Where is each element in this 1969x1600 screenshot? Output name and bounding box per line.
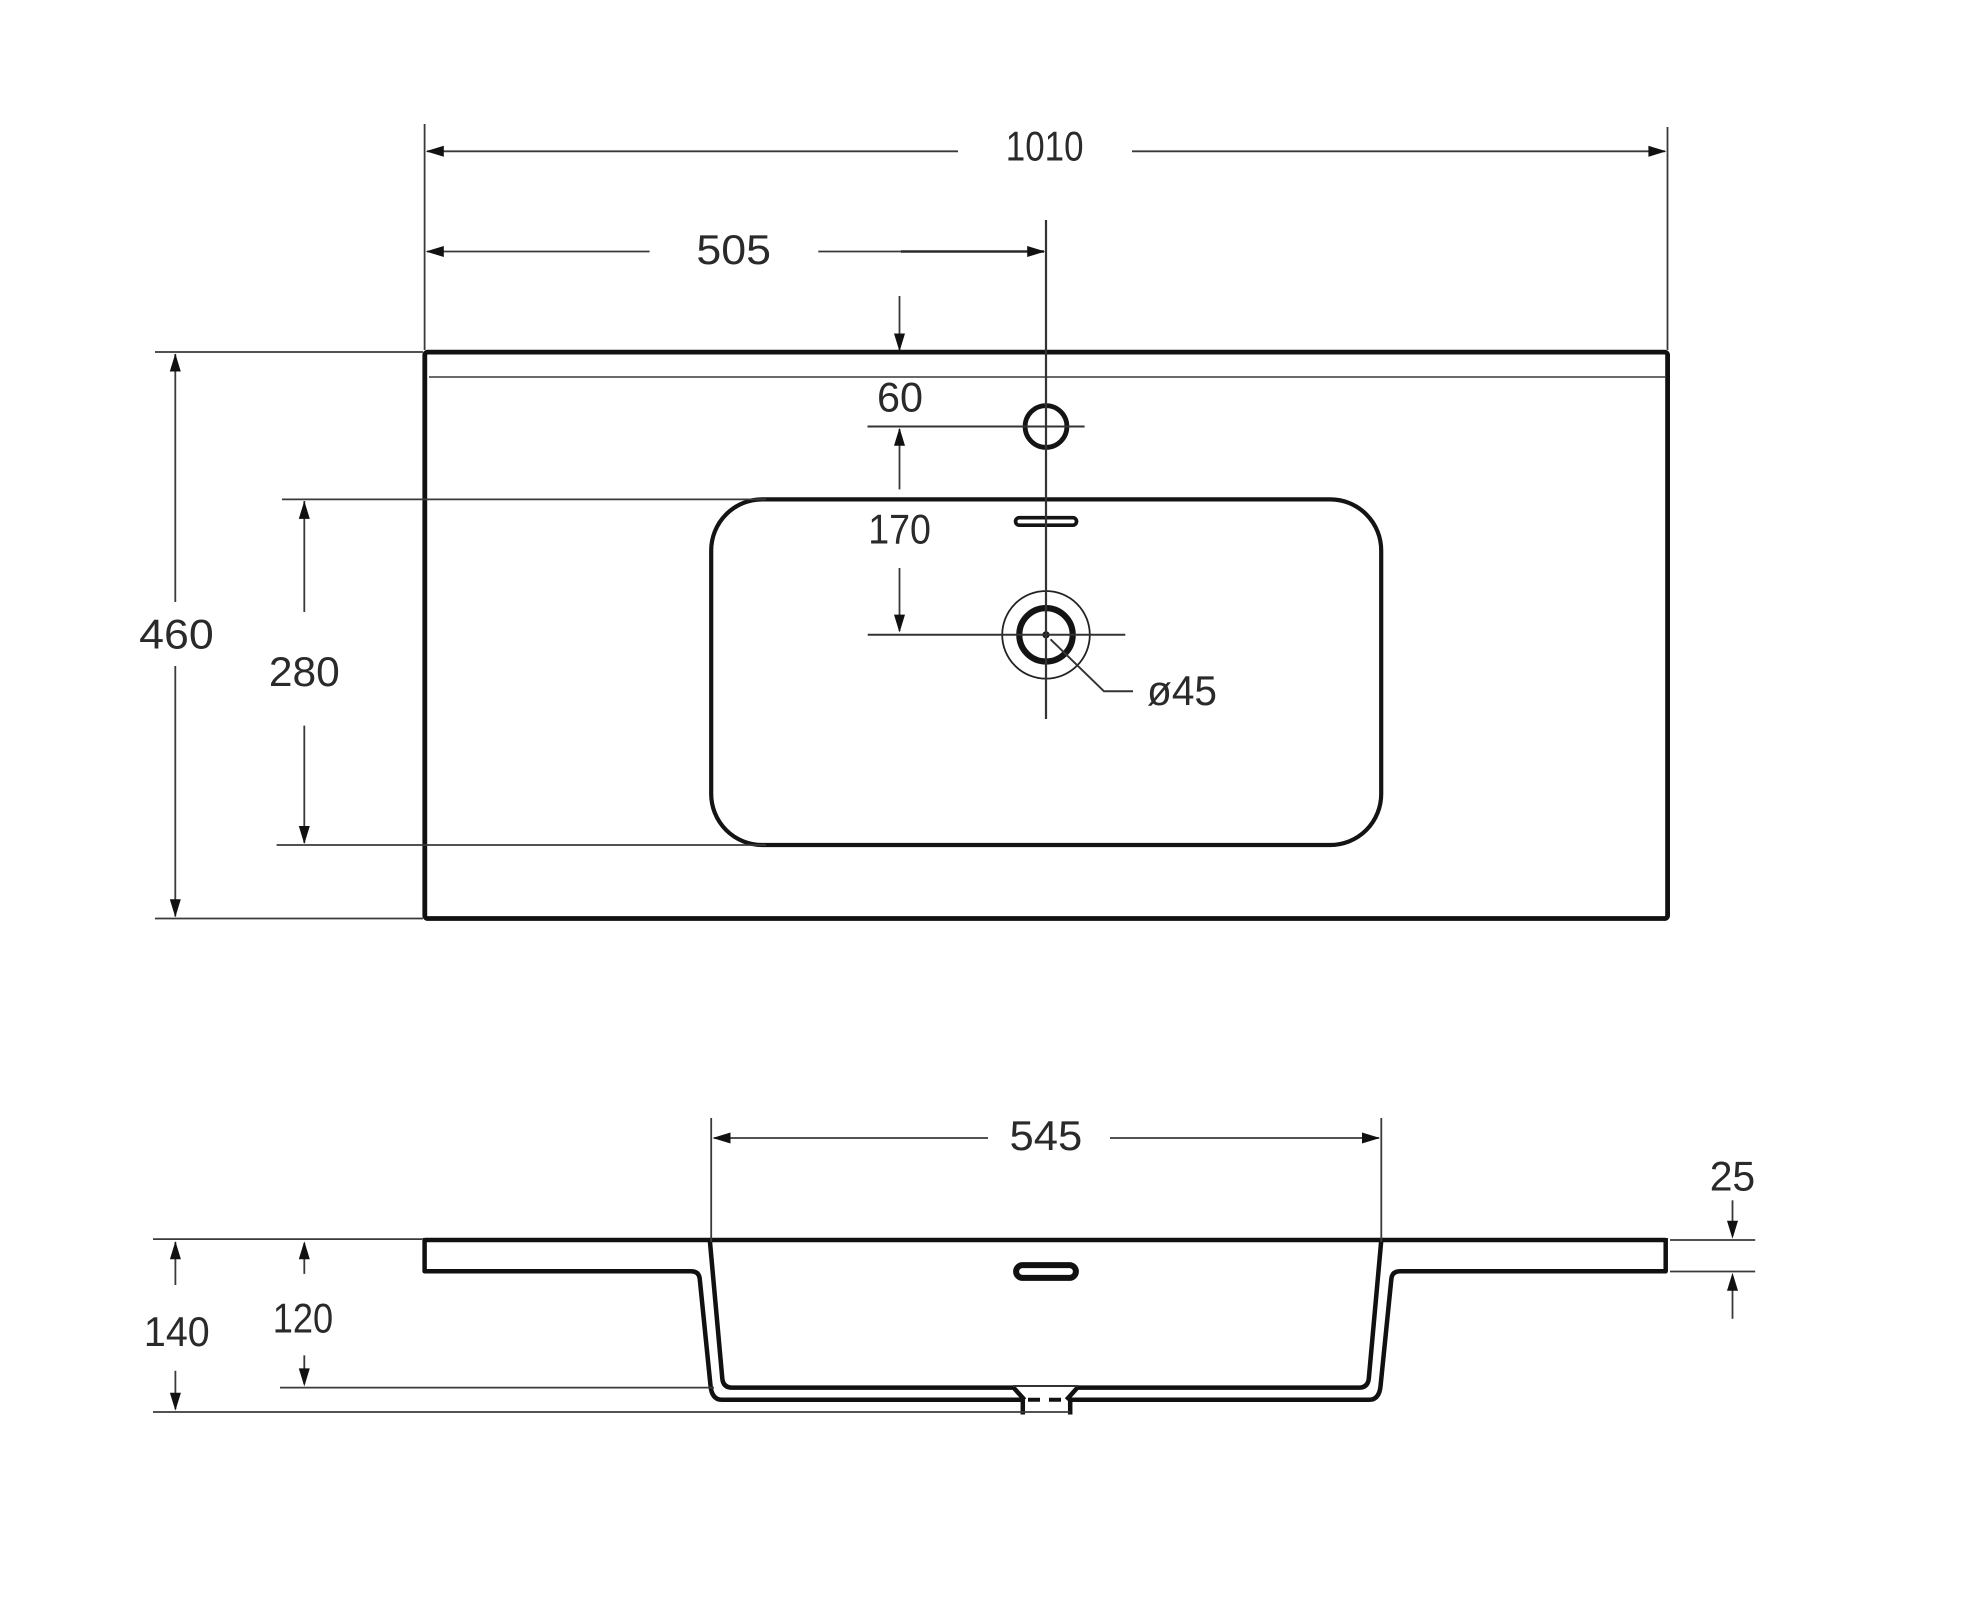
svg-text:545: 545 xyxy=(1010,1112,1083,1159)
svg-text:140: 140 xyxy=(144,1308,210,1355)
svg-text:505: 505 xyxy=(696,226,771,273)
svg-text:280: 280 xyxy=(269,648,340,695)
svg-text:460: 460 xyxy=(139,611,214,658)
svg-text:25: 25 xyxy=(1710,1153,1756,1200)
svg-text:120: 120 xyxy=(273,1294,333,1341)
svg-text:ø45: ø45 xyxy=(1147,667,1217,714)
svg-text:60: 60 xyxy=(877,374,923,421)
svg-text:170: 170 xyxy=(868,506,931,553)
svg-text:1010: 1010 xyxy=(1006,123,1084,170)
